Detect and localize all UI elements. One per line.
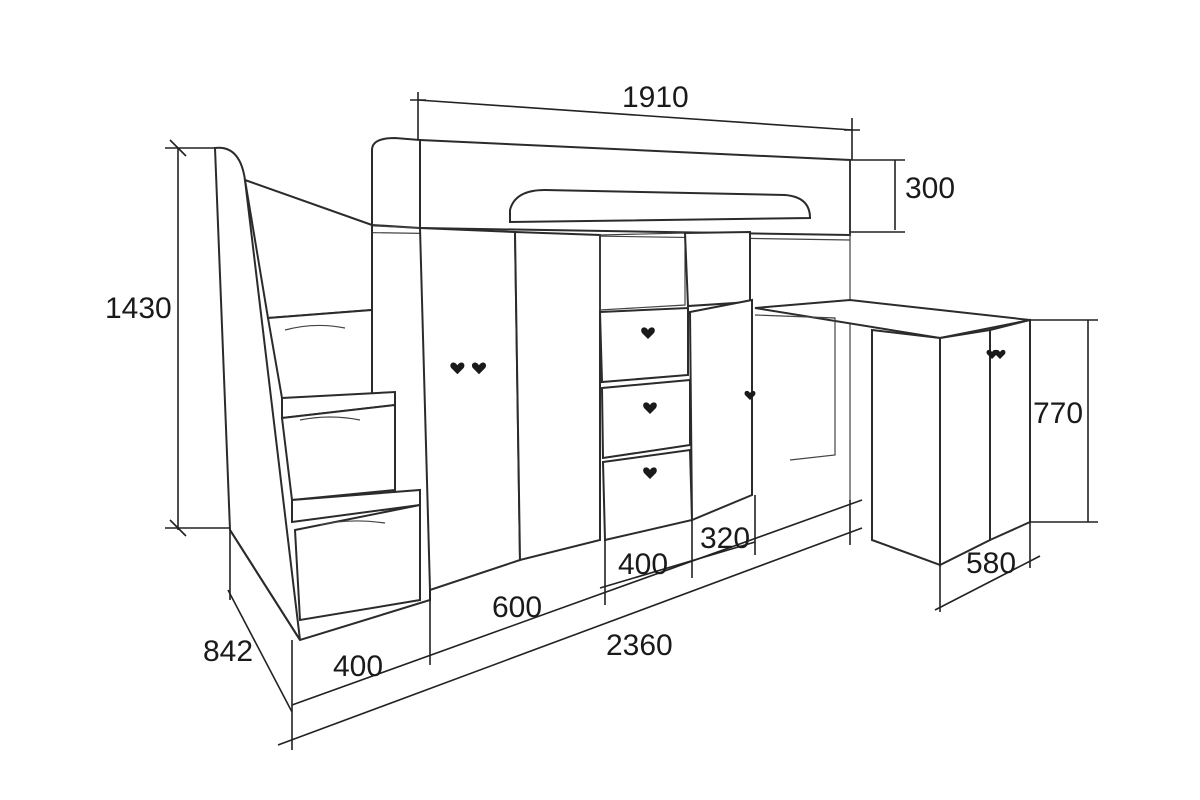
dim-label-height: 1430: [105, 292, 172, 325]
dim-label-desk-depth: 580: [966, 547, 1016, 580]
wardrobe: [418, 226, 601, 592]
dim-label-desk-height: 770: [1033, 397, 1083, 430]
dimension-lines: [165, 92, 1098, 750]
dim-label-bed-length: 1910: [622, 81, 689, 114]
dim-label-depth: 842: [203, 635, 253, 668]
drawers: [598, 232, 694, 542]
bed-frame: [329, 136, 851, 500]
dim-label-cabinet-width: 320: [700, 522, 750, 555]
dim-label-overall-length: 2360: [606, 629, 673, 662]
dim-label-wardrobe-width: 600: [492, 591, 542, 624]
narrow-cabinet: [683, 230, 756, 522]
stairs: [213, 146, 431, 642]
dim-label-stairs-width: 400: [333, 650, 383, 683]
dim-label-drawers-width: 400: [618, 548, 668, 581]
desk: [754, 298, 1031, 567]
dim-label-rail-height: 300: [905, 172, 955, 205]
